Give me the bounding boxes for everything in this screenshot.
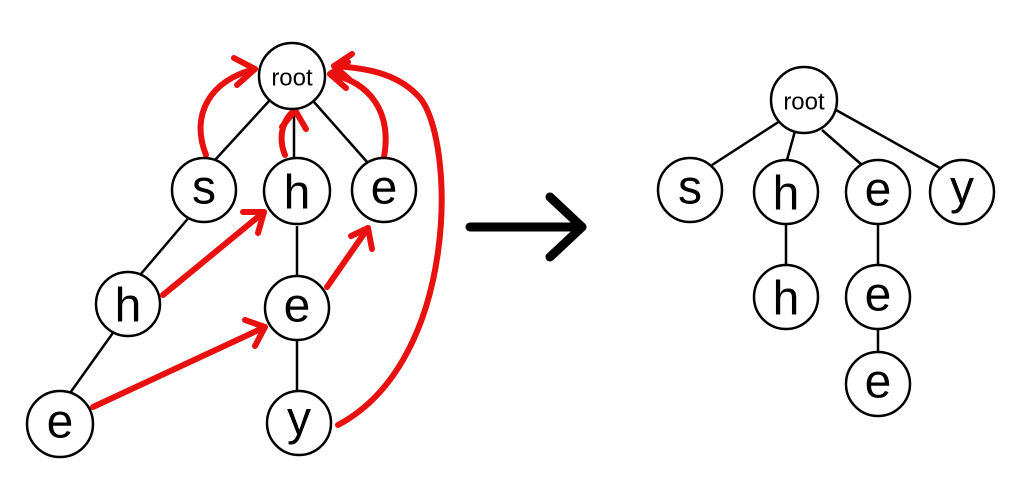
left-trie-edges [68,99,369,394]
fail-link-she-he-arrowhead [242,317,268,349]
right-node-ee-label: e [865,269,892,322]
fail-link-y-root [331,63,445,428]
right-node-eee: e [844,350,912,418]
right-node-h: h [752,158,820,226]
left-trie-failure-links [90,51,445,428]
right-trie-edges [711,108,941,352]
left-node-s-label: s [192,162,216,215]
left-trie: root s h e h e [25,41,445,459]
right-node-root-label: root [783,89,825,116]
right-node-y-label: y [950,162,974,215]
edge-root-s [214,99,271,161]
left-trie-nodes: root s h e h e [25,41,418,459]
left-node-h: h [262,156,332,226]
left-node-s: s [170,156,238,224]
right-node-eee-label: e [865,356,892,409]
left-node-sh: h [94,270,162,338]
fail-link-sh-h [160,209,267,298]
right-node-e-label: e [865,164,892,217]
transform-arrow-head [545,192,587,262]
left-node-root-label: root [271,65,313,92]
edge-h-e [68,329,117,394]
edge-r-root-h [785,130,797,161]
fail-link-s-root [197,66,258,158]
left-node-he: e [263,274,331,342]
edge-r-root-s [711,119,781,167]
left-node-h-label: h [284,167,311,220]
left-node-e-label: e [371,162,398,215]
left-node-e: e [350,156,418,224]
right-trie: root s h e y h [656,65,996,418]
transform-arrow [465,192,587,262]
fail-link-y-root-arrowhead [331,51,355,83]
left-node-sh-label: h [115,280,142,333]
right-node-s-label: s [678,162,702,215]
left-node-y-label: y [287,393,311,446]
right-node-y: y [928,158,996,226]
right-node-hh: h [752,263,820,331]
right-node-s: s [656,156,724,224]
left-node-she-label: e [47,396,74,449]
edge-r-root-y [835,108,941,170]
edge-s-h [139,214,192,276]
fail-link-e-root [327,71,389,160]
edge-r-root-e [821,129,863,166]
fail-link-sh-h-arrowhead [240,209,267,236]
edge-root-e [313,101,369,164]
right-node-ee: e [844,263,912,331]
left-node-y: y [265,389,333,457]
fail-link-she-he [90,324,268,410]
right-node-hh-label: h [773,273,800,326]
right-trie-nodes: root s h e y h [656,65,996,418]
left-node-he-label: e [284,280,311,333]
left-node-she: e [25,389,95,459]
right-node-e: e [844,158,912,226]
right-node-h-label: h [773,168,800,221]
fail-link-he-e [324,225,371,290]
right-node-root: root [769,65,839,135]
left-node-root: root [257,41,327,111]
fail-link-s-root-arrowhead [231,55,258,88]
fail-link-he-e-arrowhead [348,225,375,252]
